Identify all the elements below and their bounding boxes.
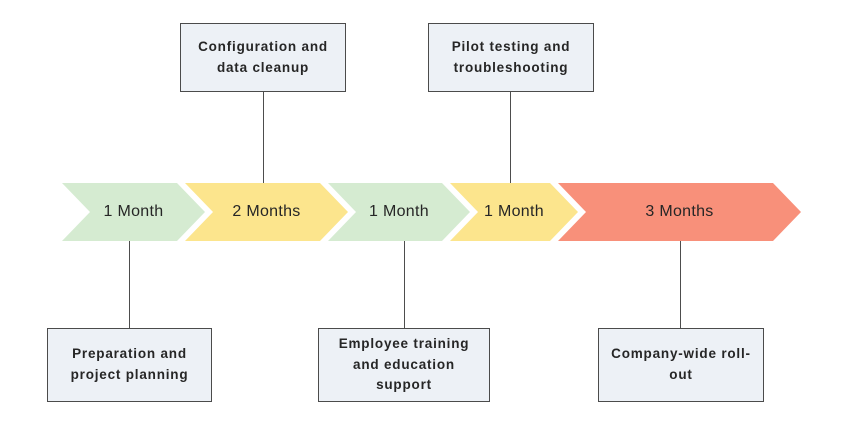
phase-5-label-box: Company-wide roll-out xyxy=(598,328,764,402)
phase-5-label-text: Company-wide roll-out xyxy=(611,346,751,382)
phase-4-label-text: Pilot testing and troubleshooting xyxy=(451,38,571,75)
phase-1-label-text: Preparation and project planning xyxy=(70,346,189,382)
phase-3-label-box: Employee training and education support xyxy=(318,328,490,402)
connector-line-phase-3 xyxy=(404,241,405,328)
phase-1-label-box: Preparation and project planning xyxy=(47,328,212,402)
connector-line-phase-4 xyxy=(510,92,511,183)
timeline-phase-1-chevron: 1 Month xyxy=(62,183,205,241)
connector-line-phase-2 xyxy=(263,92,264,183)
phase-2-duration-label: 2 Months xyxy=(232,203,301,220)
timeline-phase-2-chevron: 2 Months xyxy=(185,183,348,241)
phase-3-label-text: Employee training and education support xyxy=(338,335,470,393)
phase-5-duration-label: 3 Months xyxy=(645,203,714,220)
connector-line-phase-1 xyxy=(129,241,130,328)
phase-2-label-text: Configuration and data cleanup xyxy=(198,38,328,75)
timeline-phase-5-chevron: 3 Months xyxy=(558,183,801,241)
connector-line-phase-5 xyxy=(680,241,681,328)
phase-2-label-box: Configuration and data cleanup xyxy=(180,23,346,92)
timeline-phase-3-chevron: 1 Month xyxy=(328,183,470,241)
phase-4-duration-label: 1 Month xyxy=(484,203,544,220)
phase-3-duration-label: 1 Month xyxy=(369,203,429,220)
phase-4-label-box: Pilot testing and troubleshooting xyxy=(428,23,594,92)
phase-1-duration-label: 1 Month xyxy=(103,203,164,220)
